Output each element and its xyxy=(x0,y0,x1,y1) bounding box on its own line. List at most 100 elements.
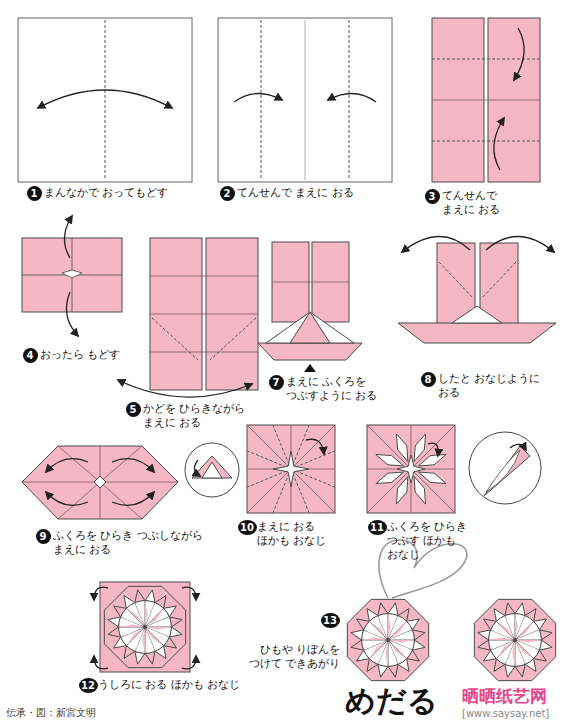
medal-fold xyxy=(145,617,169,627)
fold-line xyxy=(349,20,350,180)
step-2-figure xyxy=(218,18,392,182)
number-circle xyxy=(421,372,436,387)
medal-dot xyxy=(143,625,147,629)
paper-shape xyxy=(62,270,82,278)
fold-line xyxy=(247,469,291,487)
fold-arrow xyxy=(64,216,72,258)
crease-line xyxy=(291,425,335,469)
crease-line xyxy=(411,425,455,469)
fold-arrow xyxy=(402,236,470,252)
fold-line xyxy=(105,20,106,180)
step-caption: うしろに おる ほかも おなじ xyxy=(98,678,241,692)
number-circle xyxy=(220,186,235,201)
medal-spoke xyxy=(145,617,169,627)
paper-shape xyxy=(418,472,446,483)
crease-line xyxy=(367,469,411,513)
step-9-figure xyxy=(22,443,239,519)
paper-shape xyxy=(22,446,178,519)
step-number: 10 xyxy=(238,520,257,535)
crease-line xyxy=(150,276,258,277)
medal-spoke xyxy=(145,627,155,651)
step-number-text: 12 xyxy=(79,678,98,693)
number-circle xyxy=(126,402,141,417)
watermark: [www.saysay.net] xyxy=(462,707,549,721)
crease-line xyxy=(291,469,335,513)
step-11-figure xyxy=(367,425,541,513)
paper-shape xyxy=(22,238,122,312)
fold-line xyxy=(291,451,335,469)
medal-center xyxy=(489,614,542,667)
medal-dot xyxy=(513,638,517,642)
medal-spoke xyxy=(515,640,525,664)
fold-line xyxy=(273,425,291,469)
number-circle xyxy=(27,186,42,201)
step-number: 12 xyxy=(79,678,98,693)
fold-arrow xyxy=(510,444,526,450)
paper-shape xyxy=(414,434,425,462)
number-circle xyxy=(321,613,340,628)
medal-fold xyxy=(491,640,515,650)
step-caption: ひもや りぼんを つけて できあがり xyxy=(235,643,340,671)
medal-center xyxy=(362,614,415,667)
paper-shape xyxy=(474,599,555,680)
fold-arrow xyxy=(194,460,200,476)
paper-shape xyxy=(484,446,530,496)
paper-shape xyxy=(398,323,556,343)
fold-arrow xyxy=(46,492,88,505)
crease-line xyxy=(150,314,258,315)
step-number: 11 xyxy=(368,520,387,535)
fold-arrow xyxy=(486,236,554,252)
step-caption: まんなかで おってもどす xyxy=(44,186,169,200)
step-10-figure xyxy=(247,425,335,513)
step-number: 2 xyxy=(220,186,235,201)
step-number: 3 xyxy=(425,189,440,204)
fold-arrow xyxy=(428,443,438,456)
step-caption: まえに ふくろを つぶすように おる xyxy=(286,375,406,403)
step-caption: かどを ひらきながら まえに おる xyxy=(143,402,268,430)
paper-square xyxy=(367,425,455,513)
fold-line xyxy=(432,141,540,142)
paper-shape xyxy=(397,455,425,483)
crease-line xyxy=(247,425,291,469)
medal-fold xyxy=(515,630,539,640)
medal-spoke xyxy=(505,616,515,640)
medal-fold xyxy=(364,640,388,650)
step-number: 8 xyxy=(421,372,436,387)
step-caption: まえに おる ほかも おなじ xyxy=(257,520,339,548)
medal-spoke xyxy=(515,630,539,640)
step-caption: おったら もどす xyxy=(40,348,121,362)
step-5-figure xyxy=(118,238,258,397)
medal-spoke xyxy=(135,603,145,627)
paper-shape xyxy=(273,451,309,487)
fold-line xyxy=(152,318,198,360)
number-circle xyxy=(368,520,387,535)
step-number: 1 xyxy=(27,186,42,201)
medal-fold xyxy=(515,640,525,664)
paper-square xyxy=(18,18,192,182)
paper-shape xyxy=(396,476,407,504)
step-4-figure xyxy=(22,216,122,336)
fold-line xyxy=(210,318,256,360)
crease-line xyxy=(367,425,411,469)
paper-shape xyxy=(258,343,362,360)
fold-arrow xyxy=(494,118,504,170)
fold-arrow xyxy=(118,380,252,397)
step-number-text: 3 xyxy=(425,189,440,204)
medal-fold xyxy=(378,616,388,640)
step-number-text: 9 xyxy=(36,529,51,544)
credit-note: 伝承・図：新宮文明 xyxy=(6,706,96,720)
paper-shape xyxy=(347,599,428,680)
fold-arrow xyxy=(38,90,172,108)
paper-square xyxy=(218,18,392,182)
step-number-text: 1 xyxy=(27,186,42,201)
step-12-figure xyxy=(94,582,196,672)
step-caption: てんせんで まえに おる xyxy=(237,186,354,200)
crease-line xyxy=(100,482,142,519)
number-circle xyxy=(79,678,98,693)
push-arrow xyxy=(304,364,316,372)
crease-line xyxy=(100,446,142,482)
fold-arrow xyxy=(66,292,78,336)
medal-center xyxy=(119,601,172,654)
